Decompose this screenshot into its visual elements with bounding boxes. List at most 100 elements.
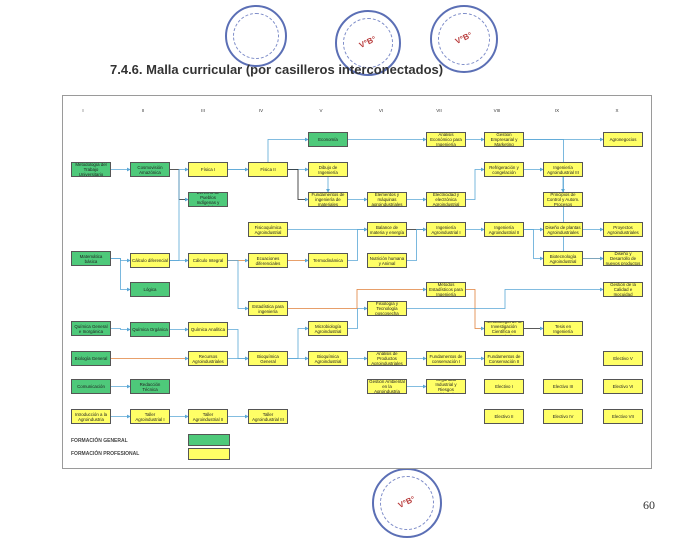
course-node: Proyectos Agroindustriales	[603, 222, 643, 237]
course-node: Bioquímica General	[248, 351, 288, 366]
course-node: Elementos y máquinas agroindustriales	[367, 192, 407, 207]
legend-profesional-label: FORMACIÓN PROFESIONAL	[71, 451, 140, 457]
course-node: Metodología de la Investigación Científi…	[484, 321, 524, 336]
connection-arrows	[111, 137, 604, 419]
course-node: Métodos Estadísticos para Ingeniería	[426, 282, 466, 297]
legend-general-swatch	[188, 434, 230, 446]
course-node: Comunicación	[71, 379, 111, 394]
column-header-X: X	[615, 108, 619, 113]
column-header-II: II	[141, 108, 145, 113]
course-node: Electivo V	[603, 351, 643, 366]
course-node: Ingeniería Agroindustrial II	[484, 222, 524, 237]
column-header-IV: IV	[258, 108, 264, 113]
course-node: Taller Agroindustrial I	[130, 409, 170, 424]
course-node: Química General e Inorgánica	[71, 321, 111, 336]
course-node: Gestión Empresarial y Marketing	[484, 132, 524, 147]
course-node: Estadística para ingeniería	[248, 301, 288, 316]
page-title: 7.4.6. Malla curricular (por casilleros …	[110, 62, 444, 77]
legend-general-label: FORMACIÓN GENERAL	[71, 438, 128, 444]
course-node: Tesis en Ingeniería	[543, 321, 583, 336]
course-node: Física I	[188, 162, 228, 177]
course-node: Dibujo de Ingeniería	[308, 162, 348, 177]
course-node: Balance de materia y energía	[367, 222, 407, 237]
course-node: Electivo VI	[603, 379, 643, 394]
university-stamp-top-text: V°B°	[453, 30, 474, 46]
prerequisite-arrow	[466, 289, 485, 331]
course-node: Fundamentos de ingeniería de materiales	[308, 192, 348, 207]
course-node: Taller Agroindustrial III	[248, 409, 288, 424]
university-stamp-bottom: V°B°	[372, 468, 442, 538]
course-node: Taller Agroindustrial II	[188, 409, 228, 424]
course-node: Microbiología Agroindustrial	[308, 321, 348, 336]
faculty-stamp-text: V°B°	[357, 34, 378, 50]
course-node: Fundamentos de Conservación II	[484, 351, 524, 366]
course-node: Gestión de la Calidad e Inocuidad	[603, 282, 643, 297]
legend-profesional-swatch	[188, 448, 230, 460]
course-node: Electivo III	[543, 379, 583, 394]
prerequisite-arrow	[111, 258, 131, 292]
prerequisite-arrow	[407, 287, 604, 309]
seal-stamp	[225, 5, 287, 67]
course-node: Ingeniería Agroindustrial I	[426, 222, 466, 237]
course-node: Cálculo Integral	[188, 253, 228, 268]
prerequisite-arrow	[348, 306, 368, 329]
column-header-VI: VI	[378, 108, 384, 113]
prerequisite-arrow	[524, 229, 544, 261]
course-node: Análisis Económico para Ingeniería	[426, 132, 466, 147]
course-node: Lógica	[130, 282, 170, 297]
prerequisite-arrow	[288, 169, 309, 202]
course-node: Economía	[308, 132, 348, 147]
course-node: Biotecnología Agroindustrial	[543, 251, 583, 266]
course-node: Electivo I	[484, 379, 524, 394]
prerequisite-arrow	[170, 167, 189, 261]
column-header-VII: VII	[436, 108, 442, 113]
course-node: Gestión Ambiental en la Agroindustria	[367, 379, 407, 394]
university-stamp-top: V°B°	[430, 5, 498, 73]
course-node: Química Orgánica	[130, 322, 170, 337]
course-node: Metodología del Trabajo Universitario	[71, 162, 111, 177]
prerequisite-arrow	[228, 329, 249, 361]
faculty-stamp: V°B°	[335, 10, 401, 76]
course-node: Agronegocios	[603, 132, 643, 147]
course-node: Análisis de Productos Agroindustriales	[367, 351, 407, 366]
column-header-VIII: VIII	[493, 108, 501, 113]
course-node: Fisiología y Tecnología poscosecha	[367, 301, 407, 316]
course-node: Biología General	[71, 351, 111, 366]
course-node: Bioquímica Agroindustrial	[308, 351, 348, 366]
page-number: 60	[643, 498, 655, 512]
course-node: Física II	[248, 162, 288, 177]
column-header-IX: IX	[554, 108, 560, 113]
course-node: Diseño de plantas Agroindustriales	[543, 222, 583, 237]
column-header-V: V	[319, 108, 323, 113]
course-node: Electivo VII	[603, 409, 643, 424]
course-node: Nutrición humana y Animal	[367, 253, 407, 268]
course-node: Electricidad y electrónica Agroindustria…	[426, 192, 466, 207]
course-node: Ingeniería Agroindustrial III	[543, 162, 583, 177]
prerequisite-arrow	[111, 327, 131, 332]
prerequisite-arrow	[466, 167, 485, 200]
course-node: Matemática básica	[71, 251, 111, 266]
course-node: Introducción a la Agroindustria	[71, 409, 111, 424]
course-node: Fisicoquímica Agroindustrial	[248, 222, 288, 237]
course-node: Redacción Técnica	[130, 379, 170, 394]
prerequisite-arrow	[288, 287, 427, 309]
column-header-III: III	[201, 108, 205, 113]
course-node: Termodinámica	[308, 253, 348, 268]
course-node: Química Analítica	[188, 322, 228, 337]
course-node: Seguridad Industrial y Riesgos Ambiental…	[426, 379, 466, 394]
course-node: Diseño y Desarrollo de nuevos productos	[603, 251, 643, 266]
course-node: Refrigeración y congelación	[484, 162, 524, 177]
course-node: Cálculo diferencial	[130, 253, 170, 268]
prerequisite-arrow	[288, 326, 309, 359]
prerequisite-arrow	[407, 227, 427, 261]
course-node: Cosmovisión Amazónica	[130, 162, 170, 177]
course-node: Electivo II	[484, 409, 524, 424]
course-node: Recursos Agroindustriales	[188, 351, 228, 366]
course-node: Principios de Control y Autom. Procesos	[543, 192, 583, 207]
prerequisite-arrow	[228, 260, 249, 311]
prerequisite-arrow	[348, 227, 368, 261]
course-node: Fundamentos de conservación I	[426, 351, 466, 366]
column-header-I: I	[82, 108, 84, 113]
university-stamp-bottom-text: V°B°	[396, 494, 417, 510]
